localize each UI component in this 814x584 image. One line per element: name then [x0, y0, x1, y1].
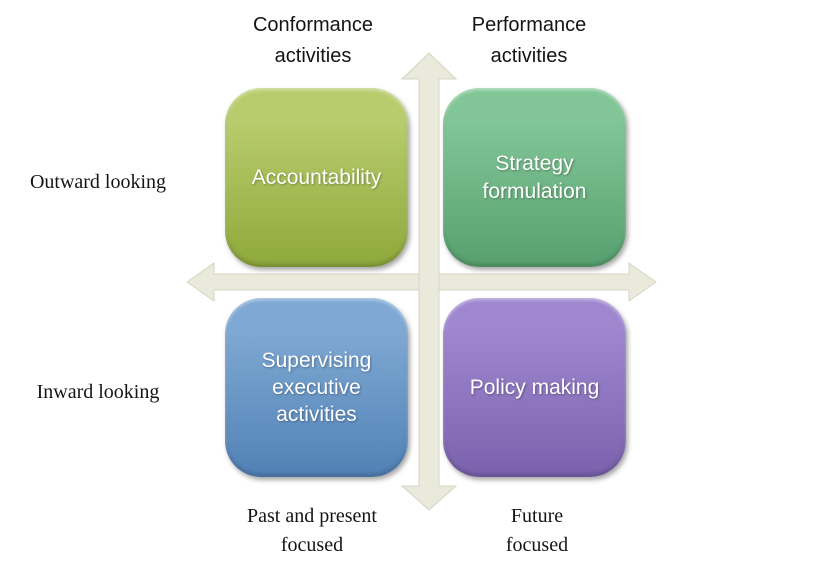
quadrant-label: Strategy formulation [482, 152, 587, 203]
axis-label-past-and-present-focused: Past and present focused [247, 505, 377, 556]
axis-label-outward-looking: Outward looking [29, 171, 167, 193]
axis-label-future-focused: Future focused [505, 505, 569, 556]
quadrant-supervising-executive-activities: Supervising executive activities [225, 298, 408, 477]
axis-label-performance-activities: Performance activities [471, 14, 587, 67]
quadrant-policy-making: Policy making [443, 298, 626, 477]
quadrant-label: Accountability [251, 165, 382, 189]
quadrant-strategy-formulation: Strategy formulation [443, 88, 626, 267]
axis-label-inward-looking: Inward looking [36, 381, 160, 403]
quadrant-label: Policy making [469, 375, 600, 399]
quadrant-accountability: Accountability [225, 88, 408, 267]
axis-label-conformance-activities: Conformance activities [252, 14, 374, 67]
quadrant-label: Supervising executive activities [261, 348, 372, 427]
vertical-axis-arrow [400, 52, 458, 511]
